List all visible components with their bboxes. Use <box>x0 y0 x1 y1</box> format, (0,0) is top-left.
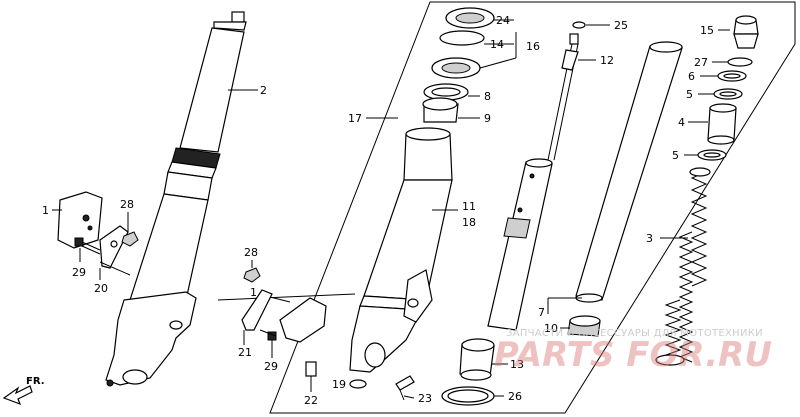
assembly-frame <box>269 1 796 414</box>
callout-27: 27 <box>694 56 708 69</box>
callout-24: 24 <box>496 14 510 27</box>
callout-10: 10 <box>544 322 558 335</box>
back-up-ring-8 <box>423 83 469 101</box>
damper-rod-12 <box>547 33 579 161</box>
callout-11: 11 <box>462 200 476 213</box>
callout-26: 26 <box>508 390 522 403</box>
callout-15: 15 <box>700 24 714 37</box>
washer-5-upper <box>713 88 743 100</box>
callout-25: 25 <box>614 19 628 32</box>
dust-seal-14 <box>439 30 485 46</box>
callout-29-left: 29 <box>72 266 86 279</box>
watermark-tagline: ЗАПЧАСТИ И АКСЕССУАРЫ ДЛЯ МОТОТЕХНИКИ <box>506 328 763 339</box>
slider-bushing-10 <box>567 315 601 337</box>
callout-29-center: 29 <box>264 360 278 373</box>
callout-12: 12 <box>600 54 614 67</box>
bolt-23 <box>395 375 415 401</box>
bolt-center <box>259 329 277 358</box>
callout-28-left: 28 <box>120 198 134 211</box>
oil-lock-piece-13 <box>459 338 495 381</box>
callout-9: 9 <box>484 112 491 125</box>
callout-20: 20 <box>94 282 108 295</box>
oil-seal-16 <box>431 57 481 79</box>
o-ring-26 <box>441 386 495 406</box>
fork-spring-3 <box>655 167 711 366</box>
callout-1-center: 1 <box>250 286 257 299</box>
snap-ring-24 <box>445 7 495 29</box>
callout-1-left: 1 <box>42 204 49 217</box>
seat-6 <box>717 70 747 82</box>
rebound-spring-tube <box>487 158 553 331</box>
fork-cap-bolt-15 <box>733 15 759 49</box>
callout-18: 18 <box>462 216 476 229</box>
callout-14: 14 <box>490 38 504 51</box>
callout-16: 16 <box>526 40 540 53</box>
callout-5-upper: 5 <box>686 88 693 101</box>
reflector-plate-center <box>279 297 327 343</box>
guide-bushing-9 <box>422 97 459 123</box>
fork-slider-assembly-center <box>349 127 453 373</box>
watermark-brand: PARTS FOR.RU <box>494 335 772 375</box>
nut-left <box>121 231 139 247</box>
callout-2: 2 <box>260 84 267 97</box>
callout-28-center: 28 <box>244 246 258 259</box>
bolt-left <box>74 237 101 255</box>
callout-19: 19 <box>332 378 346 391</box>
callout-17: 17 <box>348 112 362 125</box>
reflector-plate-left <box>57 191 103 249</box>
bracket-left <box>99 225 131 276</box>
callout-4: 4 <box>678 116 685 129</box>
callout-7: 7 <box>538 306 545 319</box>
callout-23: 23 <box>418 392 432 405</box>
spacer-4 <box>707 103 737 145</box>
callout-13: 13 <box>510 358 524 371</box>
callout-6: 6 <box>688 70 695 83</box>
nut-center <box>243 260 261 283</box>
fork-leg-assembly-left <box>105 11 247 387</box>
callout-5-lower: 5 <box>672 149 679 162</box>
inner-tube-7 <box>575 41 683 303</box>
callout-8: 8 <box>484 90 491 103</box>
o-ring-27 <box>727 57 753 67</box>
bracket-center <box>241 289 273 345</box>
direction-label: FR. <box>26 376 45 387</box>
callout-3: 3 <box>646 232 653 245</box>
washer-19 <box>349 379 367 389</box>
front-direction-arrow-icon <box>2 385 33 406</box>
washer-5-lower <box>697 149 727 161</box>
callout-22: 22 <box>304 394 318 407</box>
washer-25 <box>572 21 586 29</box>
callout-21: 21 <box>238 346 252 359</box>
bolt-22 <box>305 361 317 392</box>
